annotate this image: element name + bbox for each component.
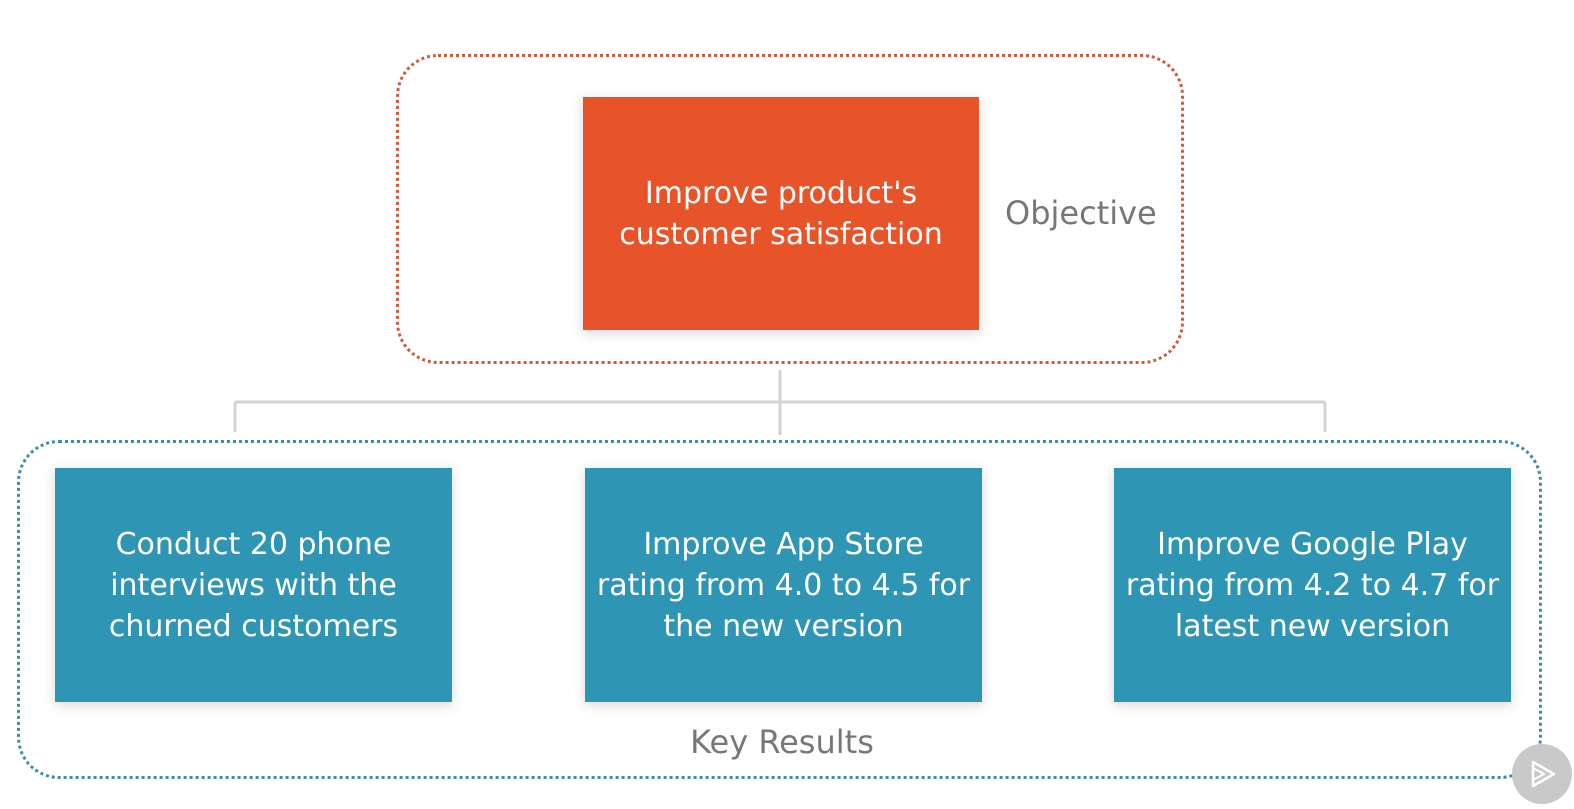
key-result-card-2: Improve App Store rating from 4.0 to 4.5… — [585, 468, 982, 702]
objective-group — [396, 54, 1184, 364]
play-icon — [1531, 760, 1556, 788]
key-results-group — [17, 440, 1542, 779]
play-button[interactable] — [1512, 744, 1572, 804]
key-result-card-3: Improve Google Play rating from 4.2 to 4… — [1114, 468, 1511, 702]
objective-card: Improve product's customer satisfaction — [583, 97, 979, 330]
key-result-text-1: Conduct 20 phone interviews with the chu… — [108, 526, 399, 644]
objective-label: Objective — [1005, 194, 1157, 232]
key-result-text-2: Improve App Store rating from 4.0 to 4.5… — [596, 526, 971, 644]
key-results-label: Key Results — [690, 723, 874, 761]
objective-text: Improve product's customer satisfaction — [619, 175, 943, 252]
key-result-text-3: Improve Google Play rating from 4.2 to 4… — [1125, 526, 1500, 644]
connector-group — [233, 370, 1327, 435]
key-result-card-1: Conduct 20 phone interviews with the chu… — [55, 468, 452, 702]
